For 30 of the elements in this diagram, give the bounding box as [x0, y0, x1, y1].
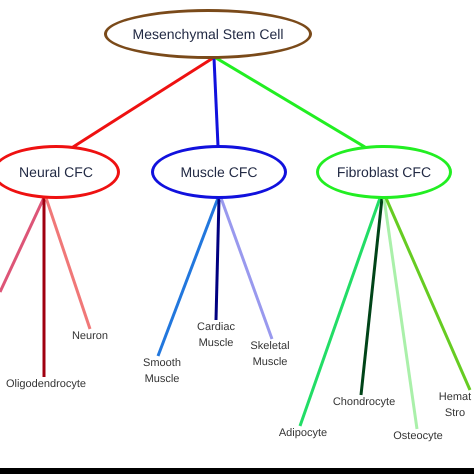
connector-line — [215, 56, 366, 148]
cell-type-label: Cardiac Muscle — [191, 320, 241, 352]
cell-ellipse — [316, 145, 452, 199]
cell-type-label: Hemat Stro — [437, 390, 473, 422]
cell-label: Mesenchymal Stem Cell — [132, 26, 284, 42]
connector-line — [0, 196, 46, 293]
cell-type-label: Oligodendrocyte — [0, 377, 101, 393]
connector-line — [42, 198, 46, 377]
cell-type-label: Chondrocyte — [324, 395, 404, 411]
cell-type-label: Neuron — [60, 329, 120, 345]
connector-line — [220, 197, 274, 340]
connector-line — [382, 198, 418, 430]
cell-type-label: Adipocyte — [268, 426, 338, 442]
connector-line — [72, 56, 214, 148]
cell-ellipse — [0, 145, 120, 199]
connector-line — [212, 58, 220, 146]
cell-type-label: Smooth Muscle — [137, 356, 187, 388]
cell-type-label: Osteocyte — [383, 429, 453, 445]
cell-type-label: Skeletal Muscle — [245, 339, 295, 371]
cell-ellipse — [151, 145, 287, 199]
cell-ellipse — [104, 9, 312, 59]
cell-label: Muscle CFC — [180, 164, 258, 180]
connector-line — [360, 198, 384, 396]
cell-label: Neural CFC — [19, 164, 93, 180]
cell-label: Fibroblast CFC — [336, 164, 432, 180]
connector-line — [384, 197, 472, 391]
connector-line — [156, 197, 220, 357]
connector-line — [44, 197, 92, 330]
connector-line — [298, 197, 382, 426]
connector-line — [214, 198, 220, 320]
